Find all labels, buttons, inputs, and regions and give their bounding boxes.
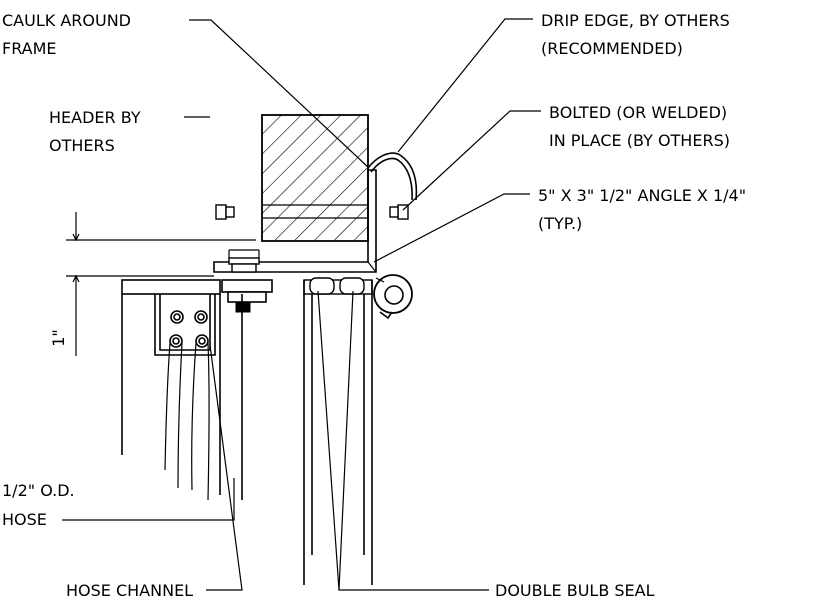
dimension-label: 1" <box>49 329 68 347</box>
label-drip-edge: DRIP EDGE, BY OTHERS (RECOMMENDED) <box>541 11 730 58</box>
svg-text:5" X 3" 1/2" ANGLE X 1/4": 5" X 3" 1/2" ANGLE X 1/4" <box>538 186 746 205</box>
label-bolted: BOLTED (OR WELDED) IN PLACE (BY OTHERS) <box>549 103 730 150</box>
label-caulk: CAULK AROUND FRAME <box>2 11 131 58</box>
edge-bumper <box>373 274 413 320</box>
svg-text:BOLTED (OR WELDED): BOLTED (OR WELDED) <box>549 103 727 122</box>
svg-text:1/2" O.D.: 1/2" O.D. <box>2 481 75 500</box>
svg-text:HOSE: HOSE <box>2 510 47 529</box>
svg-text:(TYP.): (TYP.) <box>538 214 582 233</box>
svg-text:DRIP EDGE, BY OTHERS: DRIP EDGE, BY OTHERS <box>541 11 730 30</box>
svg-text:OTHERS: OTHERS <box>49 136 115 155</box>
svg-text:IN PLACE (BY OTHERS): IN PLACE (BY OTHERS) <box>549 131 730 150</box>
drip-edge <box>367 152 418 201</box>
svg-text:(RECOMMENDED): (RECOMMENDED) <box>541 39 683 58</box>
header-block <box>261 114 369 242</box>
label-angle: 5" X 3" 1/2" ANGLE X 1/4" (TYP.) <box>538 186 746 233</box>
hose-channel <box>121 279 243 500</box>
dimension-marks: 1" <box>49 212 256 356</box>
svg-text:HEADER BY: HEADER BY <box>49 108 141 127</box>
label-double-bulb-seal: DOUBLE BULB SEAL <box>495 581 655 600</box>
svg-text:CAULK AROUND: CAULK AROUND <box>2 11 131 30</box>
angle-bolt <box>221 249 273 313</box>
door-rail <box>303 277 373 585</box>
through-bolt <box>215 204 409 220</box>
svg-text:FRAME: FRAME <box>2 39 57 58</box>
leader-lines <box>62 18 541 591</box>
label-hose: 1/2" O.D. HOSE <box>2 481 75 529</box>
hoses <box>164 334 210 501</box>
label-hose-channel: HOSE CHANNEL <box>66 581 193 600</box>
steel-angle <box>213 169 377 273</box>
label-header: HEADER BY OTHERS <box>49 108 141 155</box>
